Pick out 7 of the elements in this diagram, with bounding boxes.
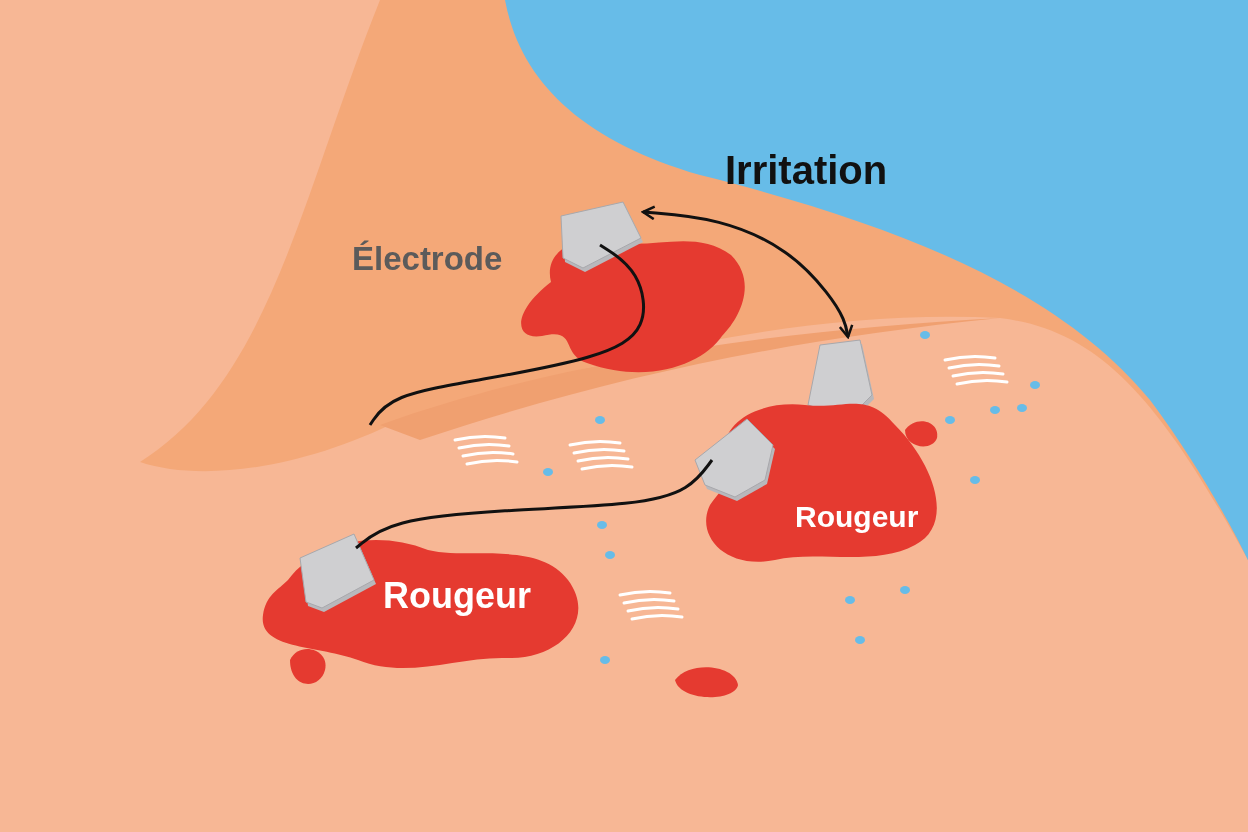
electrode-cable [355,459,714,550]
irritation-label: Irritation [725,148,888,193]
double-arrow [641,205,854,339]
redness-label: Rougeur [795,500,919,534]
electrode-cable [368,243,645,426]
redness-label: Rougeur [383,575,531,617]
electrode-label: Électrode [352,240,503,278]
